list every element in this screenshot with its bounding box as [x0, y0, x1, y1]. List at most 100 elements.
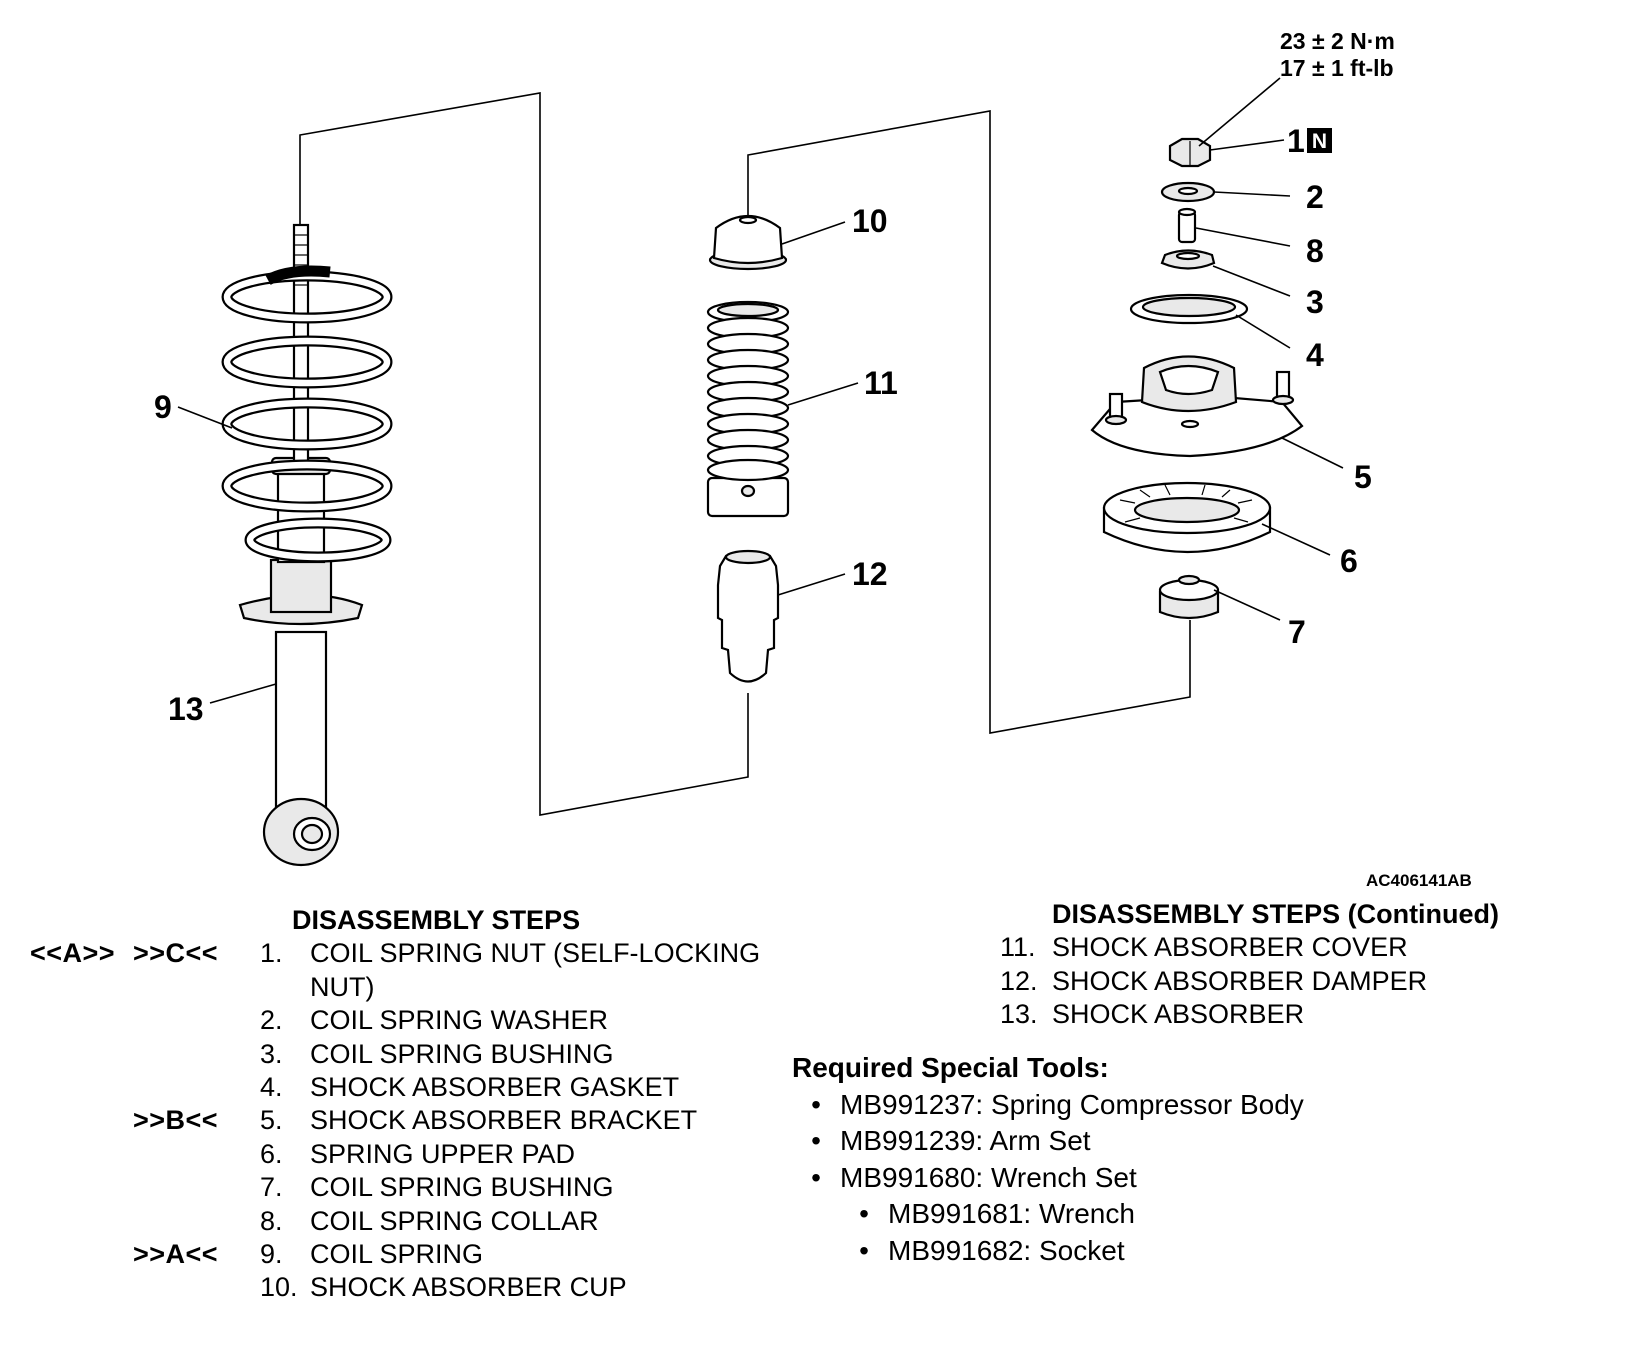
step-markers — [30, 1138, 260, 1171]
callout-11: 11 — [864, 365, 898, 401]
tool-item: • MB991680: Wrench Set — [792, 1160, 1304, 1197]
step-row-1: <<A>> >>C<< 1. COIL SPRING NUT (SELF-LOCK… — [30, 937, 780, 1004]
step-label: COIL SPRING COLLAR — [310, 1205, 599, 1236]
step-markers — [30, 1004, 260, 1037]
callout-labels: 23 ± 2 N·m 17 ± 1 ft-lb 1 N 2 8 3 4 5 6 … — [154, 28, 1472, 890]
callout-10: 10 — [852, 203, 888, 239]
part-11-shock-absorber-cover — [706, 300, 790, 518]
callout-2: 2 — [1306, 179, 1324, 215]
step-row-10: 10. SHOCK ABSORBER CUP — [30, 1271, 780, 1304]
step-number: 7. — [260, 1172, 283, 1203]
disassembly-steps-continued: DISASSEMBLY STEPS (Continued) 11. SHOCK … — [1000, 898, 1522, 1032]
part-3-coil-spring-bushing — [1160, 249, 1216, 270]
step-marker: <<A>> — [30, 938, 116, 969]
step-marker: >>A<< — [133, 1239, 219, 1270]
torque-imperial: 17 ± 1 ft-lb — [1280, 55, 1394, 81]
step-row-4: 4. SHOCK ABSORBER GASKET — [30, 1071, 780, 1104]
step-label: SHOCK ABSORBER COVER — [1052, 932, 1408, 963]
step-markers: >>B<< — [30, 1104, 260, 1137]
step-label: SHOCK ABSORBER GASKET — [310, 1072, 680, 1103]
step-label: COIL SPRING BUSHING — [310, 1172, 614, 1203]
step-row-11: 11. SHOCK ABSORBER COVER — [1000, 931, 1522, 964]
tool-label: MB991682: Socket — [888, 1234, 1125, 1266]
part-5-shock-absorber-bracket — [1090, 355, 1304, 458]
figure-id: AC406141AB — [1366, 871, 1472, 890]
step-number: 1. — [260, 938, 283, 969]
step-label: COIL SPRING BUSHING — [310, 1038, 614, 1069]
exploded-view-diagram: 23 ± 2 N·m 17 ± 1 ft-lb 1 N 2 8 3 4 5 6 … — [154, 28, 1472, 890]
part-10-shock-absorber-cup — [708, 215, 788, 271]
step-markers — [30, 1171, 260, 1204]
step-row-13: 13. SHOCK ABSORBER — [1000, 998, 1522, 1031]
bullet-icon: • — [859, 1234, 869, 1266]
callout-9: 9 — [154, 389, 172, 425]
step-label: COIL SPRING NUT (SELF-LOCKING NUT) — [310, 938, 761, 1002]
part-6-spring-upper-pad — [1102, 481, 1272, 554]
part-1-coil-spring-nut — [1168, 137, 1212, 168]
part-7-coil-spring-bushing — [1158, 574, 1220, 620]
callout-1: 1 — [1287, 123, 1305, 159]
new-part-badge-label: N — [1312, 130, 1327, 153]
callout-12: 12 — [852, 556, 888, 592]
part-12-shock-absorber-damper — [716, 549, 780, 683]
callout-5: 5 — [1354, 459, 1372, 495]
step-number: 10. — [260, 1272, 298, 1303]
disassembly-steps: DISASSEMBLY STEPS <<A>>>>C<< 1. COIL SPR… — [30, 904, 780, 1305]
step-label: SHOCK ABSORBER DAMPER — [1052, 965, 1428, 996]
step-number: 3. — [260, 1038, 283, 1069]
callout-3: 3 — [1306, 284, 1324, 320]
step-row-7: 7. COIL SPRING BUSHING — [30, 1171, 780, 1204]
new-part-badge — [1307, 128, 1332, 153]
step-label: SHOCK ABSORBER BRACKET — [310, 1105, 698, 1136]
step-row-6: 6. SPRING UPPER PAD — [30, 1138, 780, 1171]
step-label: SPRING UPPER PAD — [310, 1138, 576, 1169]
callout-8: 8 — [1306, 233, 1324, 269]
tool-label: MB991239: Arm Set — [840, 1125, 1091, 1156]
step-number: 12. — [1000, 965, 1038, 996]
bullet-icon: • — [859, 1198, 869, 1229]
bullet-icon: • — [811, 1161, 821, 1193]
step-markers — [30, 1038, 260, 1071]
step-markers — [30, 1271, 260, 1304]
step-number: 8. — [260, 1205, 283, 1236]
callout-7: 7 — [1288, 614, 1306, 650]
part-2-coil-spring-washer — [1160, 181, 1216, 203]
step-marker: >>B<< — [133, 1105, 219, 1136]
step-row-5: >>B<< 5. SHOCK ABSORBER BRACKET — [30, 1104, 780, 1137]
part-8-coil-spring-collar — [1177, 207, 1197, 244]
step-number: 9. — [260, 1239, 283, 1270]
step-markers — [30, 1205, 260, 1238]
step-number: 6. — [260, 1138, 283, 1169]
leader-lines — [177, 77, 1344, 704]
tool-label: MB991237: Spring Compressor Body — [840, 1088, 1304, 1120]
step-marker: >>C<< — [133, 938, 219, 969]
callout-13: 13 — [168, 691, 204, 727]
part-9-coil-spring — [221, 265, 393, 563]
torque-metric: 23 ± 2 N·m — [1280, 28, 1395, 54]
step-row-2: 2. COIL SPRING WASHER — [30, 1004, 780, 1037]
step-label: COIL SPRING WASHER — [310, 1005, 609, 1036]
tool-sub-item: • MB991682: Socket — [792, 1233, 1304, 1270]
step-number: 13. — [1000, 999, 1038, 1030]
special-tools-heading: Required Special Tools: — [792, 1052, 1109, 1083]
step-markers: >>A<< — [30, 1238, 260, 1271]
tool-item: • MB991237: Spring Compressor Body — [792, 1087, 1304, 1124]
step-number: 2. — [260, 1005, 283, 1036]
step-label: SHOCK ABSORBER CUP — [310, 1272, 627, 1303]
tool-sub-item: • MB991681: Wrench — [792, 1196, 1304, 1233]
tool-item: • MB991239: Arm Set — [792, 1123, 1304, 1160]
step-row-12: 12. SHOCK ABSORBER DAMPER — [1000, 965, 1522, 998]
tool-label: MB991680: Wrench Set — [840, 1161, 1137, 1193]
assembly-lines — [299, 92, 1191, 816]
step-row-3: 3. COIL SPRING BUSHING — [30, 1038, 780, 1071]
disassembly-steps-continued-heading: DISASSEMBLY STEPS (Continued) — [1052, 899, 1500, 929]
callout-6: 6 — [1340, 543, 1358, 579]
tool-label: MB991681: Wrench — [888, 1198, 1135, 1229]
step-label: SHOCK ABSORBER — [1052, 999, 1305, 1030]
step-row-9: >>A<< 9. COIL SPRING — [30, 1238, 780, 1271]
part-13-shock-absorber — [238, 456, 364, 867]
bullet-icon: • — [811, 1125, 821, 1156]
step-number: 5. — [260, 1105, 283, 1136]
step-row-8: 8. COIL SPRING COLLAR — [30, 1205, 780, 1238]
bullet-icon: • — [811, 1088, 821, 1120]
